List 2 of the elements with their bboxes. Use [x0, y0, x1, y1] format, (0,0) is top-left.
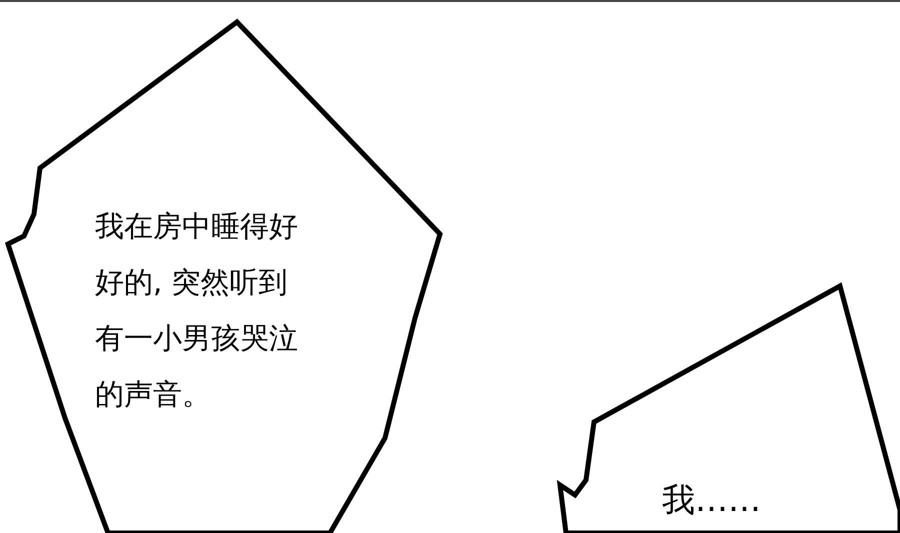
bubble-text: 我在房中睡得好好的, 突然听到有一小男孩哭泣的声音。: [95, 208, 299, 413]
bubble-text: 我……: [662, 480, 762, 520]
